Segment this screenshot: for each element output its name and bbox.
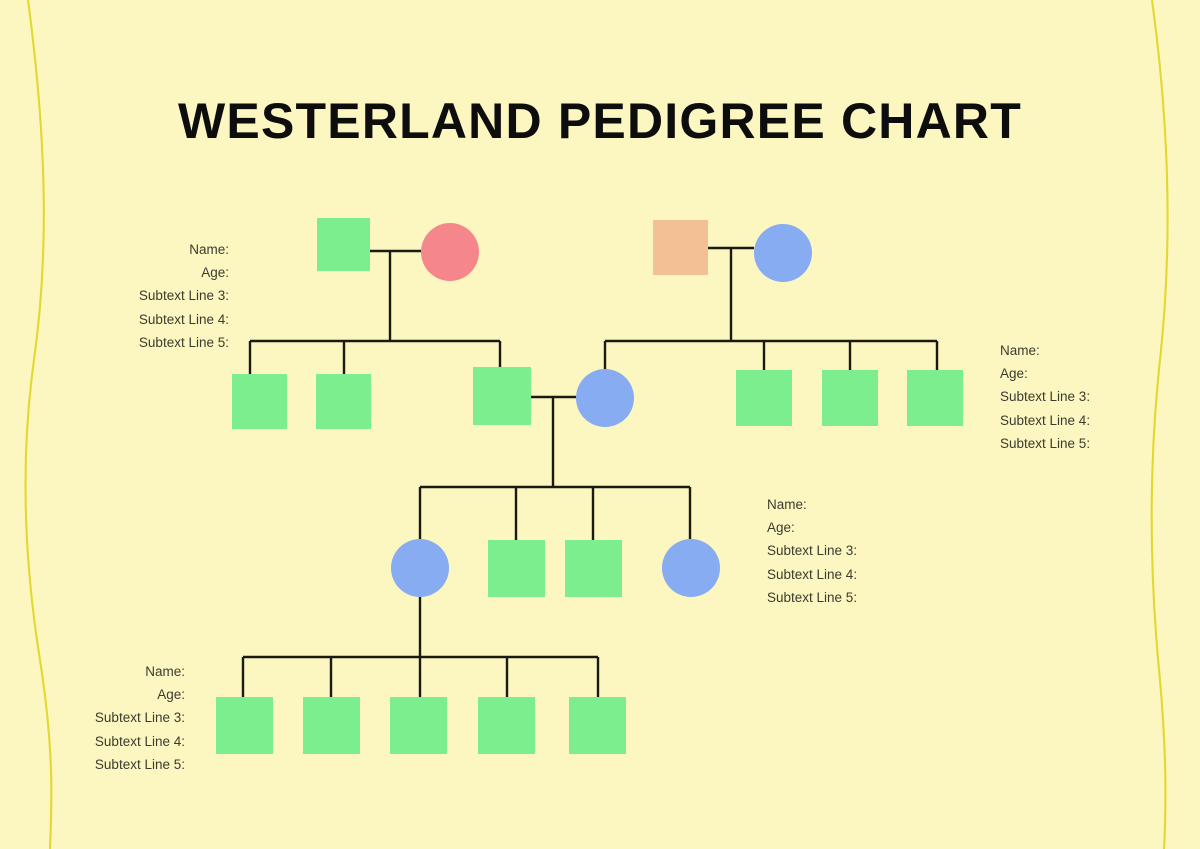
pedigree-node-g1-c[interactable] [653,220,708,275]
label-name: Name: [767,497,807,512]
pedigree-node-g2-g[interactable] [907,370,963,426]
label-subtext-3: Subtext Line 3: [94,710,185,726]
label-subtext-5: Subtext Line 5: [138,334,229,350]
label-block-middle: Name: Age: Subtext Line 3: Subtext Line … [767,493,927,609]
label-subtext-3: Subtext Line 3: [767,543,858,559]
label-age: Age: [157,687,185,703]
pedigree-node-g2-f[interactable] [822,370,878,426]
label-subtext-3: Subtext Line 3: [1000,389,1091,405]
pedigree-node-g2-a[interactable] [232,374,287,429]
label-subtext-3: Subtext Line 3: [138,288,229,304]
label-name: Name: [1000,343,1040,358]
label-name: Name: [189,242,229,257]
pedigree-node-g4-d[interactable] [478,697,535,754]
pedigree-node-g3-b[interactable] [488,540,545,597]
pedigree-node-g2-c[interactable] [473,367,531,425]
label-block-right: Name: Age: Subtext Line 3: Subtext Line … [1000,339,1160,455]
pedigree-node-g2-b[interactable] [316,374,371,429]
pedigree-node-g2-e[interactable] [736,370,792,426]
label-subtext-4: Subtext Line 4: [767,566,858,582]
label-age: Age: [767,520,795,536]
pedigree-node-g1-b[interactable] [421,223,479,281]
label-subtext-4: Subtext Line 4: [1000,412,1091,428]
label-subtext-5: Subtext Line 5: [94,756,185,772]
label-block-top-left: Name: Age: Subtext Line 3: Subtext Line … [108,238,229,354]
label-block-bottom-left: Name: Age: Subtext Line 3: Subtext Line … [64,660,185,776]
label-subtext-5: Subtext Line 5: [1000,435,1091,451]
pedigree-node-g1-d[interactable] [754,224,812,282]
pedigree-node-g3-a[interactable] [391,539,449,597]
pedigree-node-g1-a[interactable] [317,218,370,271]
pedigree-node-g4-e[interactable] [569,697,626,754]
label-subtext-4: Subtext Line 4: [138,311,229,327]
pedigree-node-g3-c[interactable] [565,540,622,597]
pedigree-node-g2-d[interactable] [576,369,634,427]
label-age: Age: [1000,366,1028,382]
label-subtext-4: Subtext Line 4: [94,733,185,749]
label-age: Age: [201,265,229,281]
pedigree-node-g4-c[interactable] [390,697,447,754]
label-name: Name: [145,664,185,679]
pedigree-node-g4-b[interactable] [303,697,360,754]
label-subtext-5: Subtext Line 5: [767,589,858,605]
pedigree-node-g4-a[interactable] [216,697,273,754]
page-title: WESTERLAND PEDIGREE CHART [178,93,1022,149]
pedigree-node-g3-d[interactable] [662,539,720,597]
